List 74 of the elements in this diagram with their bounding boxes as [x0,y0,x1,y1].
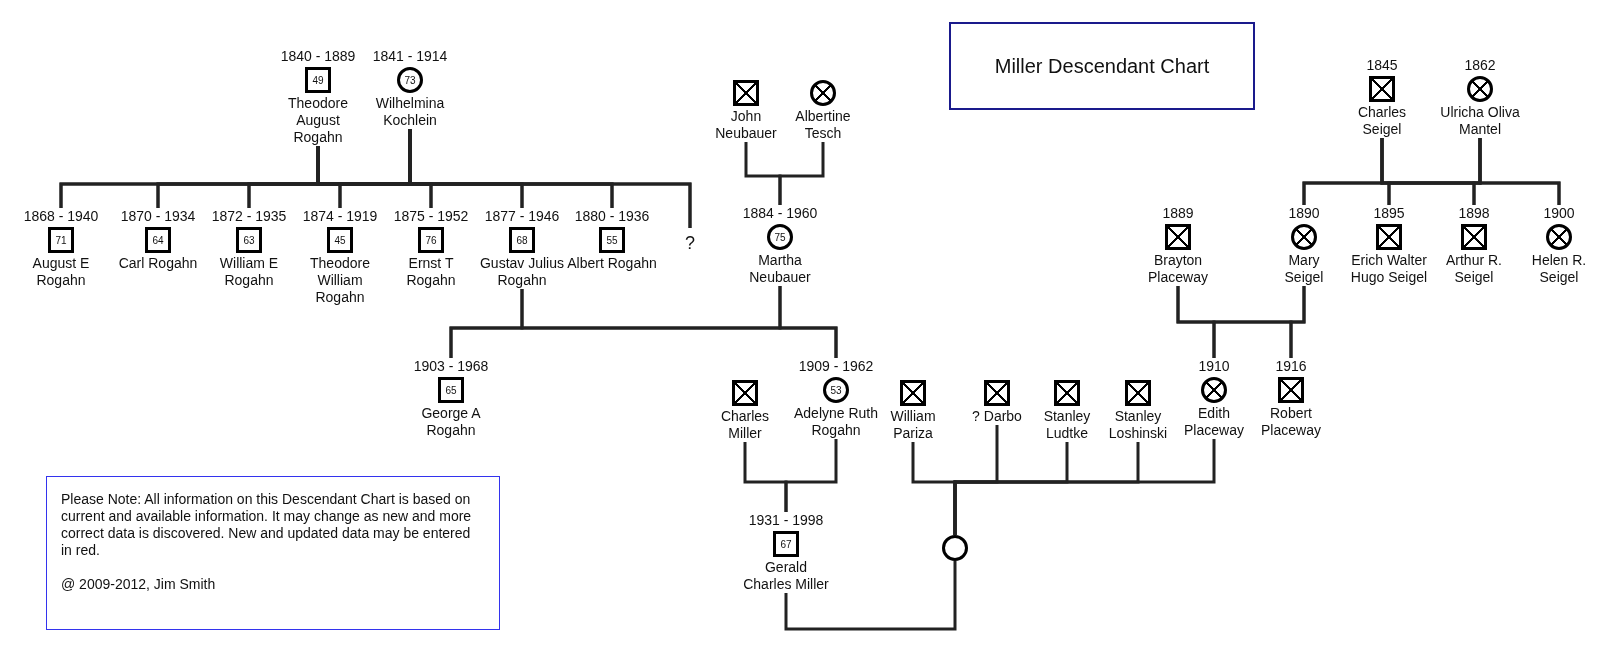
person-name: Adelyne Ruth Rogahn [792,405,880,439]
life-dates: 1898 [1458,205,1490,222]
life-dates: 1909 - 1962 [798,358,874,375]
person-name: Theodore William Rogahn [309,255,371,306]
person-name: Charles Miller [719,408,771,442]
person-name: Gustav Julius Rogahn [478,255,565,289]
person-name: Erich Walter Hugo Seigel [1349,252,1429,286]
male-symbol: 67 [773,531,799,557]
person-name: Helen R. Seigel [1530,252,1588,286]
life-dates: 1910 [1198,358,1230,375]
person-name: Martha Neubauer [748,252,812,286]
person-name: Gerald Charles Miller [742,559,830,593]
female-symbol: 53 [823,377,849,403]
person-name: Wilhelmina Kochlein [374,95,446,129]
male-symbol: 71 [48,227,74,253]
life-dates: 1895 [1373,205,1405,222]
person-name: Albertine Tesch [794,108,852,142]
note-text: Please Note: All information on this Descendant Chart is based on current and available information. It may change as new and more correct data is discovered. New and updated data may be entered in red. [61,491,473,559]
life-dates: 1862 [1464,57,1496,74]
life-dates: 1900 [1543,205,1575,222]
life-dates: 1903 - 1968 [413,358,489,375]
male-symbol: 64 [145,227,171,253]
life-dates: 1872 - 1935 [211,208,287,225]
person-name: Charles Seigel [1356,104,1408,138]
male-symbol: 65 [438,377,464,403]
note-text: @ 2009-2012, Jim Smith [61,576,217,593]
family-line [1289,286,1306,358]
life-dates: 1840 - 1889 [280,48,356,65]
person-name: Brayton Placeway [1147,252,1209,286]
life-dates: 1931 - 1998 [748,512,824,529]
chart-title: Miller Descendant Chart [949,22,1255,110]
person-name: Albert Rogahn [567,255,657,272]
male-symbol: 45 [327,227,353,253]
person-name: Arthur R. Seigel [1445,252,1503,286]
male-symbol: 63 [236,227,262,253]
person-name: Stanley Loshinski [1107,408,1169,442]
person-name: John Neubauer [714,108,778,142]
person-name: August E Rogahn [31,255,91,289]
family-line [953,439,1216,535]
family-line [784,439,838,512]
life-dates: 1890 [1288,205,1320,222]
male-symbol: 49 [305,67,331,93]
person-name: ? Darbo [972,408,1022,425]
person-name: Stanley Ludtke [1042,408,1092,442]
family-line [778,286,838,358]
person-name: Theodore August Rogahn [287,95,349,146]
life-dates: 1845 [1366,57,1398,74]
life-dates: 1889 [1162,205,1194,222]
life-dates: 1874 - 1919 [302,208,378,225]
life-dates: 1841 - 1914 [372,48,448,65]
female-symbol: 73 [397,67,423,93]
family-line [778,142,825,205]
person-name: Carl Rogahn [118,255,198,272]
person-name: Edith Placeway [1183,405,1245,439]
family-line [784,561,957,631]
person-name: Robert Placeway [1260,405,1322,439]
life-dates: 1877 - 1946 [484,208,560,225]
person-name: Ulricha Oliva Mantel [1440,104,1520,138]
female-symbol: 75 [767,224,793,250]
family-line [1478,138,1561,205]
person-name: George A Rogahn [420,405,482,439]
life-dates: 1868 - 1940 [23,208,99,225]
life-dates: 1870 - 1934 [120,208,196,225]
male-symbol: 76 [418,227,444,253]
life-dates: 1884 - 1960 [742,205,818,222]
person-name: Mary Seigel [1283,252,1325,286]
person-name: Ernst T Rogahn [405,255,457,289]
male-symbol: 68 [509,227,535,253]
life-dates: 1880 - 1936 [574,208,650,225]
life-dates: 1875 - 1952 [393,208,469,225]
unknown-symbol: ? [684,231,696,255]
life-dates: 1916 [1275,358,1307,375]
male-symbol: 55 [599,227,625,253]
person-name: William E Rogahn [218,255,280,289]
